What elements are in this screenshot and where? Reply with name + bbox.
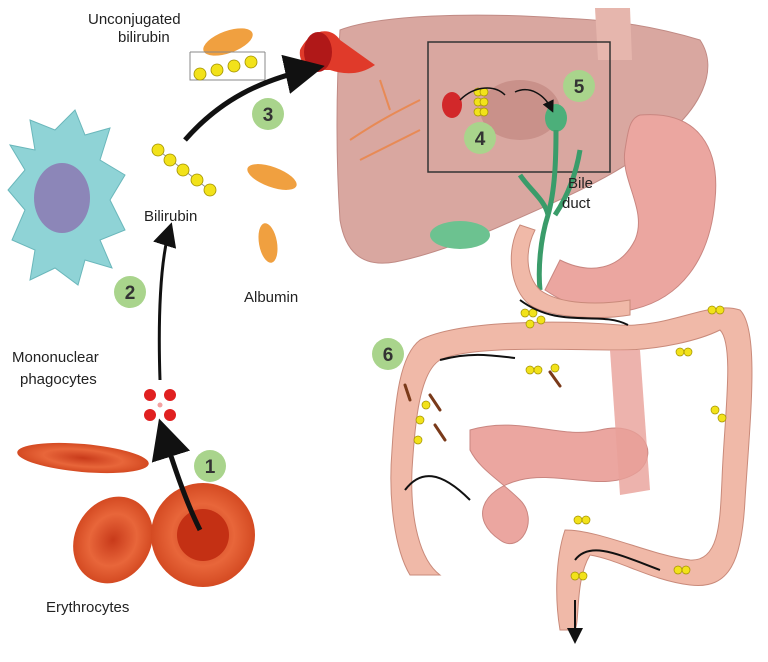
arrow-rbc-to-heme [151, 418, 203, 532]
small-intestine [469, 424, 649, 545]
bilirubin-molecule [151, 143, 217, 197]
step-6-badge: 6 [372, 338, 404, 370]
inset-bilirubin-dots [473, 87, 489, 117]
erythrocyte [17, 442, 149, 474]
label-mononuclear: Mononuclear [12, 349, 99, 366]
step-6-number: 6 [383, 345, 394, 366]
step-1-number: 1 [205, 457, 216, 478]
arrow-heme-to-bilirubin [153, 222, 177, 381]
funnel-opening [304, 32, 332, 72]
label-bile: Bile [568, 175, 593, 192]
step-5-badge: 5 [563, 70, 595, 102]
label-phagocytes: phagocytes [20, 371, 97, 388]
arrow-inset-transport [459, 87, 552, 110]
label-albumin: Albumin [244, 289, 298, 306]
step-3-badge: 3 [252, 98, 284, 130]
complex-bracket [189, 51, 266, 81]
albumin-molecule [247, 164, 297, 190]
bile-duct [517, 129, 583, 291]
step-2-number: 2 [125, 283, 136, 304]
unconjugated-bilirubin-chain [193, 55, 258, 81]
step-4-number: 4 [475, 129, 486, 150]
intestine-flow-arrows [404, 299, 661, 640]
hepatic-vessels [349, 79, 421, 161]
erythrocyte [73, 496, 153, 584]
hepatocyte-inset-box [427, 41, 611, 173]
label-unconjugated: Unconjugated [88, 11, 181, 28]
heme-molecule [144, 389, 176, 421]
stomach [544, 114, 717, 313]
gallbladder [430, 221, 490, 249]
erythrocyte-center [177, 509, 229, 561]
descending-limb [610, 350, 650, 495]
label-bilirubin: Bilirubin [144, 208, 197, 225]
albumin-molecule [258, 223, 278, 263]
vena-cava [595, 8, 632, 60]
step-1-badge: 1 [194, 450, 226, 482]
step-3-number: 3 [263, 105, 274, 126]
nucleus [34, 163, 90, 233]
step-2-badge: 2 [114, 276, 146, 308]
label-duct: duct [562, 195, 591, 212]
step-4-badge: 4 [464, 122, 496, 154]
step-5-number: 5 [574, 77, 585, 98]
label-erythrocytes: Erythrocytes [46, 599, 129, 616]
bacteria [403, 370, 562, 442]
albumin-molecule-top [203, 28, 253, 56]
inset-red-vessel [442, 92, 462, 118]
inset-bile-canaliculus [545, 104, 567, 132]
label-unconjugated-bilirubin: bilirubin [118, 29, 170, 46]
arrow-to-liver [183, 54, 325, 142]
intestine-bilirubin-dots [413, 305, 727, 581]
colon [390, 307, 753, 631]
duodenum [510, 224, 631, 318]
